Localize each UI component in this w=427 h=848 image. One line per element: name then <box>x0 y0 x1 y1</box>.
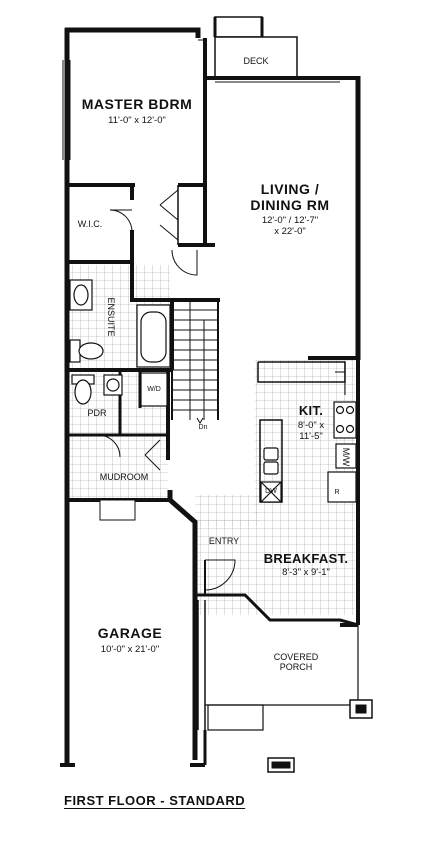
refrigerator <box>327 471 357 503</box>
garage-dims: 10'-0" x 21'-0" <box>100 644 160 655</box>
wic-label: W.I.C. <box>77 219 103 229</box>
entry-label: ENTRY <box>208 536 240 546</box>
stairs-down-label: Dn <box>198 424 208 431</box>
washer-dryer <box>140 372 168 407</box>
pdr-label: PDR <box>87 408 107 418</box>
pdr-toilet <box>71 374 95 405</box>
walls <box>60 27 361 767</box>
entry-door <box>204 559 236 595</box>
closet-doors <box>109 189 198 276</box>
deck <box>213 16 298 78</box>
washer-dryer-label: W/D <box>147 386 161 393</box>
ensuite-toilet <box>69 339 104 363</box>
floor-caption: FIRST FLOOR - STANDARD <box>64 793 246 808</box>
living-dining-dims: 12'-0" / 12'-7" x 22'-0" <box>261 215 319 237</box>
mudroom-label: MUDROOM <box>99 472 149 482</box>
windows <box>62 39 205 160</box>
kitchen-corner <box>335 371 346 395</box>
covered-porch <box>197 600 373 773</box>
dishwasher <box>260 481 282 503</box>
living-dining-label: LIVING / DINING RM <box>250 181 330 214</box>
porch-label: COVERED PORCH <box>273 652 319 673</box>
master-bedroom-dims: 11'-0" x 12'-0" <box>108 115 166 126</box>
deck-label: DECK <box>243 56 269 66</box>
range <box>333 401 357 439</box>
entry-tile-floor <box>195 495 260 525</box>
mudroom-doors <box>97 434 161 521</box>
staircase <box>172 300 218 424</box>
breakfast-dims: 8'-3" x 9'-1" <box>282 567 330 578</box>
breakfast-label: BREAKFAST. <box>263 551 349 566</box>
microwave <box>335 443 357 469</box>
ensuite-sink <box>69 279 93 311</box>
dishwasher-label: DW <box>265 488 277 495</box>
bathtub <box>136 304 171 368</box>
master-bedroom-label: MASTER BDRM <box>81 96 193 112</box>
refrigerator-label: R <box>334 489 340 496</box>
breakfast-tile-floor <box>195 520 355 615</box>
garage-label: GARAGE <box>97 625 163 641</box>
island-sink <box>263 447 279 475</box>
microwave-label: M/W <box>341 447 351 467</box>
kitchen-dims: 8'-0" x 11'-5" <box>297 420 325 442</box>
ensuite-label: ENSUITE <box>106 297 116 337</box>
kitchen-label: KIT. <box>298 403 324 418</box>
pdr-sink <box>103 374 123 396</box>
